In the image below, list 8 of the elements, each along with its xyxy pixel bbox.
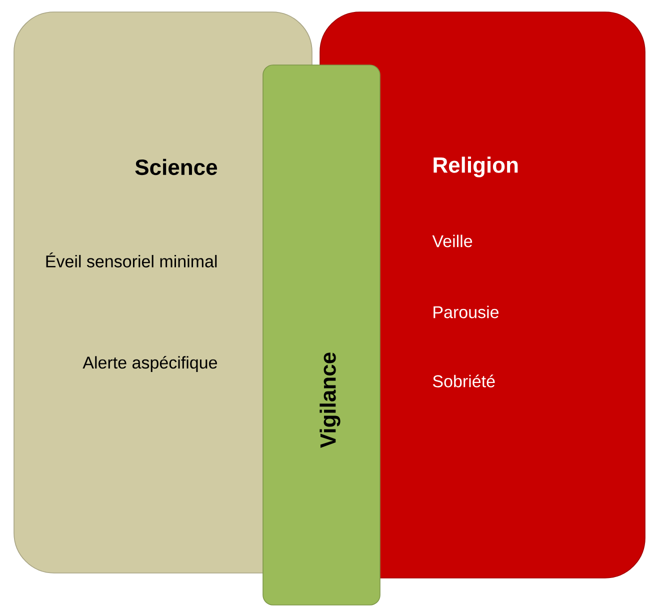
list-item: Éveil sensoriel minimal (46, 252, 217, 268)
list-item: Alerte aspécifique (82, 356, 218, 372)
heading: Science (135, 158, 218, 176)
heading: Religion (434, 156, 518, 178)
rotated-label: Vigilance (320, 352, 340, 448)
list-item: Parousie (434, 306, 499, 318)
list-item: Veille (432, 234, 472, 248)
list-item: Sobriété (432, 374, 495, 388)
